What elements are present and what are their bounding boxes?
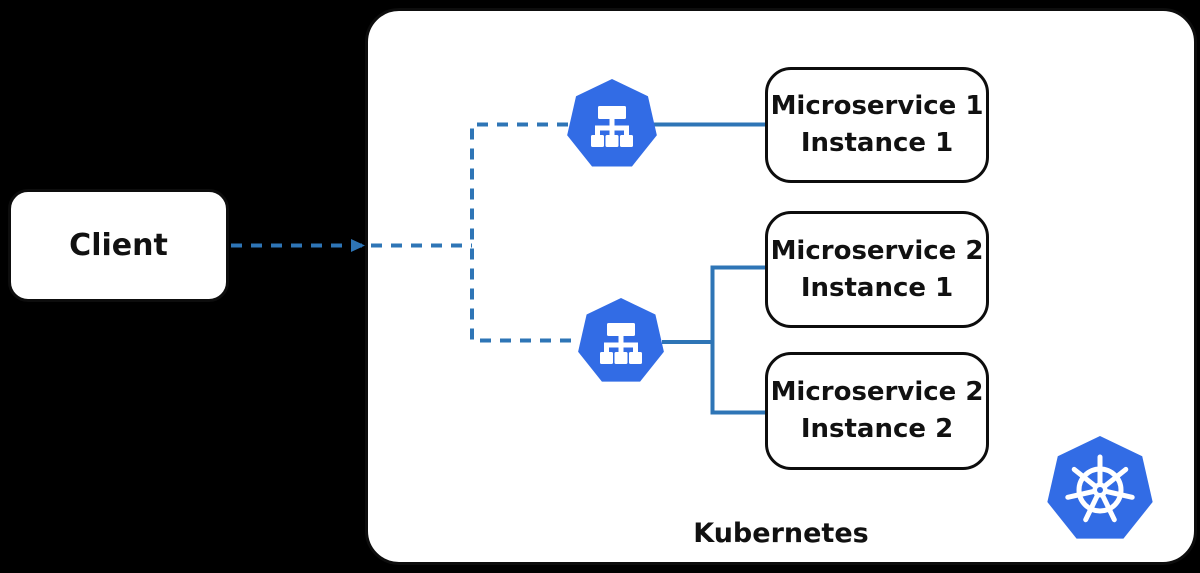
kubernetes-service-icon bbox=[567, 79, 657, 167]
node-microservice2-instance2: Microservice 2 Instance 2 bbox=[765, 352, 989, 470]
microservice-name: Microservice 2 bbox=[770, 235, 984, 266]
instance-name: Instance 1 bbox=[800, 128, 954, 158]
client-label: Client bbox=[69, 228, 168, 263]
node-client: Client bbox=[8, 189, 229, 302]
microservice-name: Microservice 2 bbox=[770, 377, 984, 407]
dashed-split-connector bbox=[470, 122, 580, 343]
arrowhead-icon bbox=[351, 239, 365, 252]
instance-name: Instance 2 bbox=[800, 414, 954, 444]
node-microservice2-instance1: Microservice 2 Instance 1 bbox=[765, 211, 989, 328]
microservice-name: Microservice 1 bbox=[770, 91, 984, 121]
sitemap-glyph-icon bbox=[600, 323, 642, 364]
sitemap-glyph-icon bbox=[591, 106, 633, 147]
service2-branch-connector bbox=[710, 265, 767, 415]
node-microservice1-instance1: Microservice 1 Instance 1 bbox=[765, 67, 989, 183]
kubernetes-label: Kubernetes bbox=[693, 518, 869, 549]
kubernetes-logo-icon bbox=[1047, 436, 1153, 539]
kubernetes-service-icon bbox=[578, 298, 664, 382]
instance-name: Instance 1 bbox=[800, 272, 954, 303]
